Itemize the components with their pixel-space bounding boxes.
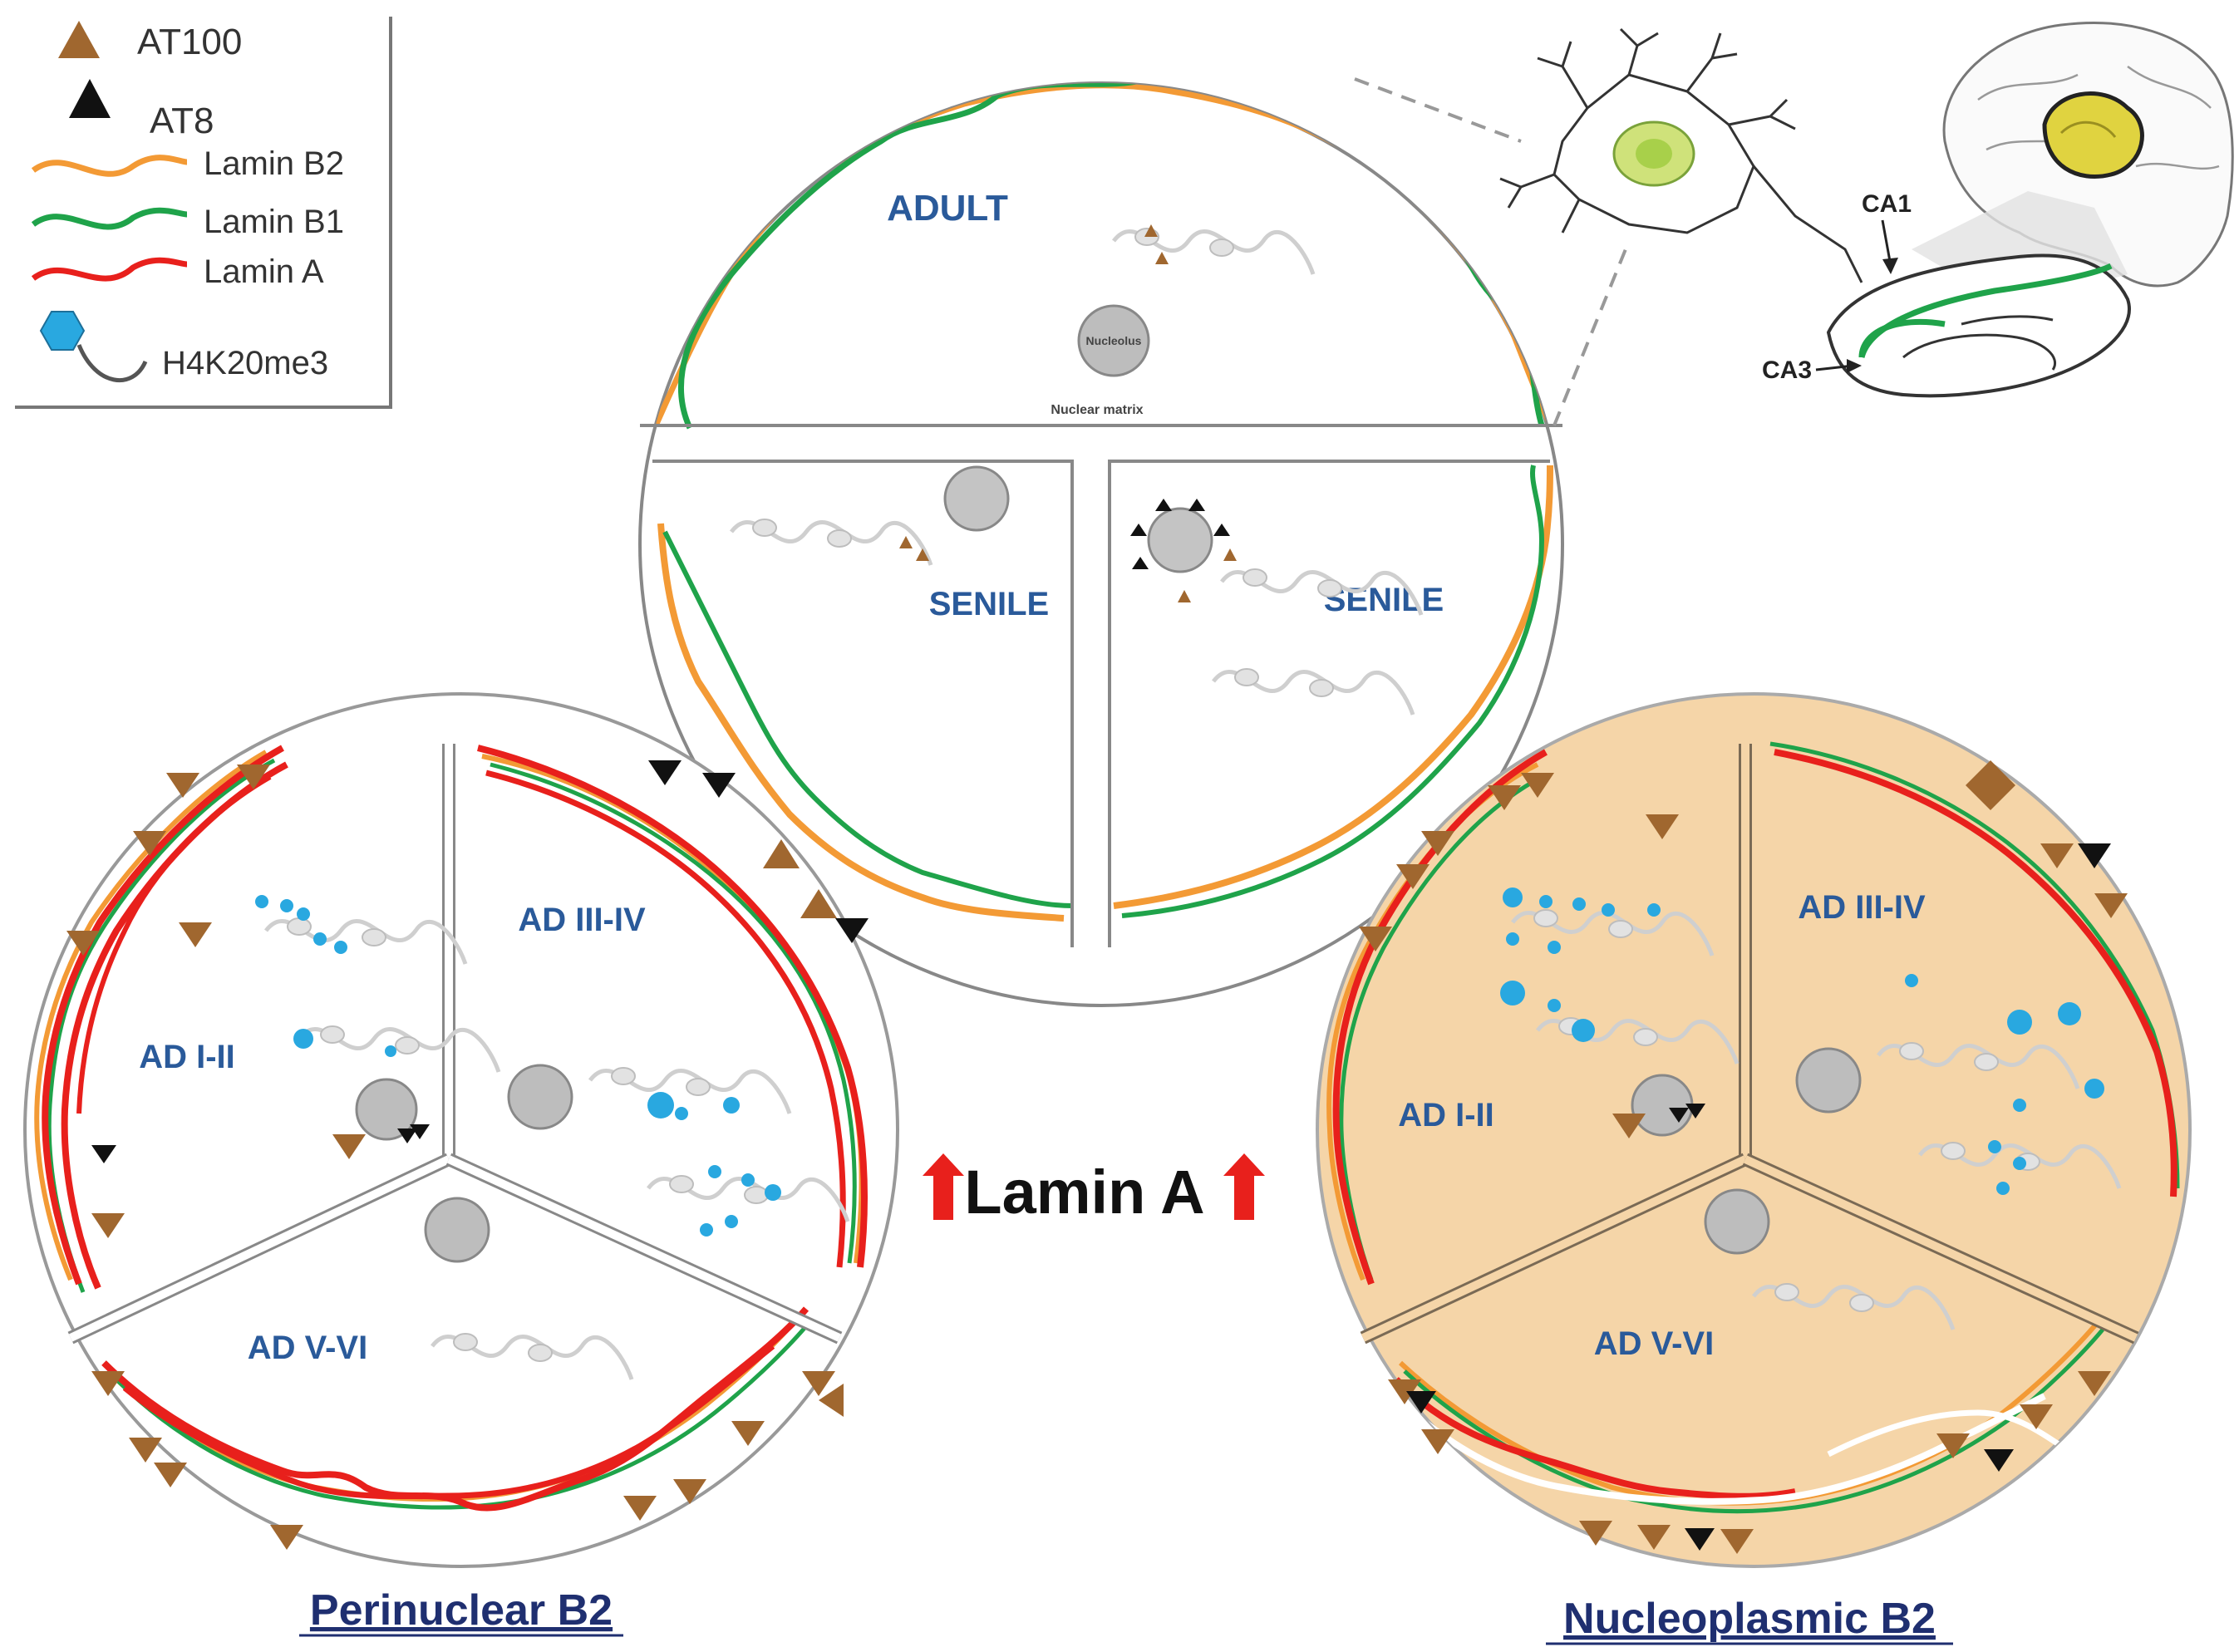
top-adult-nucleolus <box>1077 304 1150 377</box>
left-at100-markers <box>66 765 844 1550</box>
left-h4k20me3-markers <box>255 895 781 1237</box>
senile-right-nucleolus <box>1147 507 1213 573</box>
nucleoplasmic-b2-caption: Nucleoplasmic B2 <box>1563 1595 1936 1643</box>
left-sector-ad-i-ii: AD I-II <box>139 1039 235 1075</box>
ca3-label: CA3 <box>1762 356 1812 384</box>
right-sector-ad-iii-iv: AD III-IV <box>1798 889 1926 926</box>
left-nucleus-outline <box>23 692 899 1568</box>
right-at100-markers <box>1359 760 2128 1554</box>
legend-label-lamin-a: Lamin A <box>204 253 324 290</box>
at100-marker <box>1178 590 1191 602</box>
left-lamin-a-bottom <box>101 1306 809 1512</box>
at8-marker <box>1213 524 1230 536</box>
at100-marker <box>1223 548 1237 561</box>
right-nucleus: AD I-II AD III-IV AD V-VI <box>1316 692 2192 1645</box>
nucleolus-label: Nucleolus <box>1086 334 1142 347</box>
left-nucleus: AD I-II AD III-IV AD V-VI <box>23 692 899 1637</box>
legend-label-h4k20me3: H4K20me3 <box>162 345 328 381</box>
left-sector-ad-iii-iv: AD III-IV <box>518 902 646 938</box>
lamin-a-increase: Lamin A <box>923 1153 1265 1227</box>
legend-label-at8: AT8 <box>150 101 214 141</box>
at8-marker <box>1155 499 1172 511</box>
at100-marker <box>1144 224 1158 237</box>
h4k20me3-legend-icon <box>39 311 86 351</box>
lamin-b1-legend-icon <box>31 207 188 230</box>
at8-marker <box>1188 499 1205 511</box>
top-senile-left-lamin-b2 <box>657 523 1065 922</box>
top-senile-right-lamin-b1 <box>1121 465 1545 918</box>
hippocampus-section: CA1 CA3 <box>1762 190 2131 398</box>
right-lamin-a <box>1332 749 1548 1286</box>
neuron-illustration <box>1499 27 1863 283</box>
right-nucleolus-3 <box>1704 1188 1770 1255</box>
right-lamin-a-bottom <box>1394 1377 1796 1500</box>
right-nucleolus-1 <box>1631 1074 1694 1137</box>
perinuclear-b2-caption: Perinuclear B2 <box>310 1586 613 1635</box>
hippocampus-highlight <box>2042 91 2144 179</box>
senile-left-label: SENILE <box>929 586 1049 622</box>
legend-label-at100: AT100 <box>137 22 242 62</box>
top-senile-right-lamin-b2 <box>1113 465 1553 909</box>
lamin-b2-legend-icon <box>31 155 188 177</box>
legend-frame <box>15 17 392 409</box>
at8-marker <box>1132 557 1149 569</box>
senile-left-nucleolus <box>943 465 1010 532</box>
legend-label-lamin-b1: Lamin B1 <box>204 204 344 240</box>
left-at8-markers <box>91 760 869 1163</box>
at100-marker <box>916 548 929 561</box>
ca1-label: CA1 <box>1862 190 1912 218</box>
up-arrow-icon <box>923 1153 964 1220</box>
right-sector-ad-i-ii: AD I-II <box>1398 1097 1494 1133</box>
lamin-a-legend-icon <box>31 257 188 282</box>
left-nucleolus-1 <box>355 1078 418 1141</box>
top-senile-left-lamin-b1 <box>662 530 1073 908</box>
left-nucleolus-3 <box>424 1197 490 1263</box>
up-arrow-icon <box>1223 1153 1265 1220</box>
adult-label: ADULT <box>887 188 1008 229</box>
right-at8-markers <box>1406 843 2111 1551</box>
nuclear-matrix-label: Nuclear matrix <box>1051 403 1143 417</box>
legend-label-lamin-b2: Lamin B2 <box>204 145 344 182</box>
at100-legend-icon <box>58 21 100 58</box>
right-nucleus-outline <box>1316 692 2192 1568</box>
left-sector-ad-v-vi: AD V-VI <box>248 1330 367 1366</box>
at8-legend-icon <box>69 79 111 118</box>
at8-marker <box>1130 524 1147 536</box>
right-sector-ad-v-vi: AD V-VI <box>1594 1325 1714 1362</box>
left-nucleolus-2 <box>507 1064 573 1130</box>
right-h4k20me3-markers <box>1500 887 2104 1195</box>
top-senile-right-frame <box>1108 460 1550 947</box>
left-lamin-a <box>42 745 284 1286</box>
at100-marker <box>899 536 913 548</box>
legend: AT100 AT8 Lamin B2 Lamin B1 Lamin A H4K2… <box>15 17 392 409</box>
lamin-a-center-label: Lamin A <box>964 1158 1204 1227</box>
top-senile-left-frame <box>652 460 1074 947</box>
right-nucleolus-2 <box>1795 1047 1862 1114</box>
at100-marker <box>1155 252 1169 264</box>
